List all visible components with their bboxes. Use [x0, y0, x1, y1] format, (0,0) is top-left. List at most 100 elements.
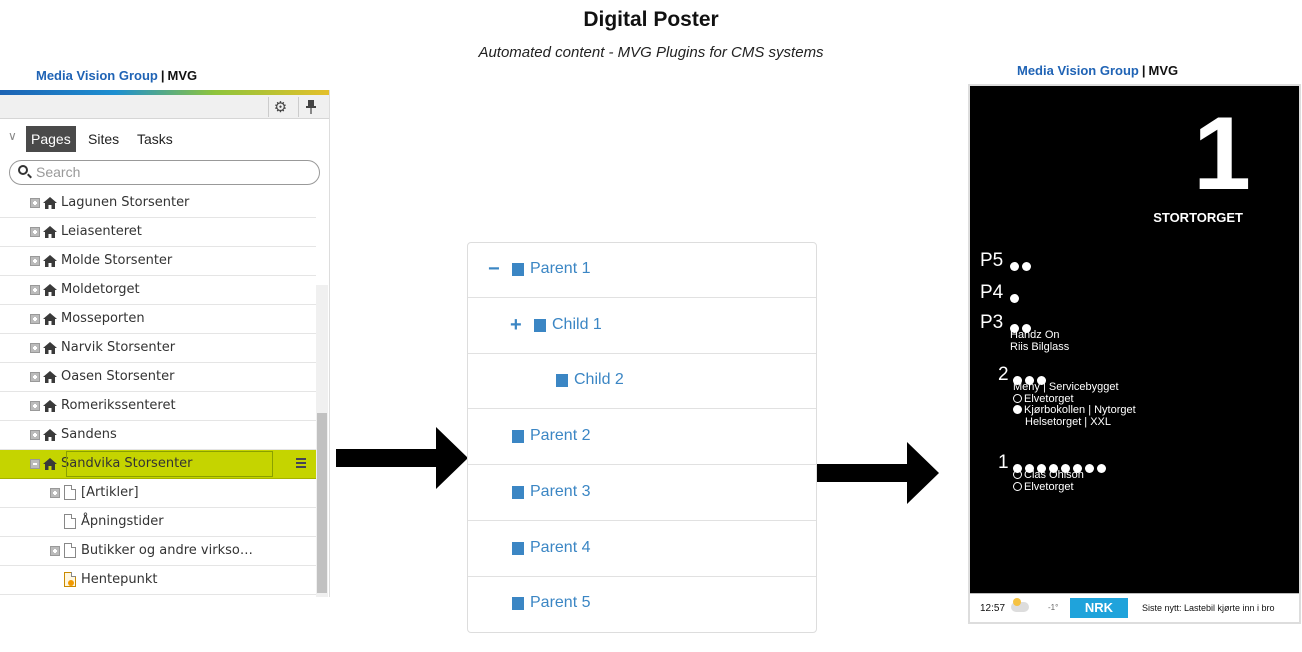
floor-info: Handz On [1010, 329, 1060, 341]
expand-icon[interactable] [30, 401, 40, 411]
list-item[interactable]: +Child 1 [468, 299, 816, 354]
menu-icon[interactable] [296, 458, 310, 468]
tree-row[interactable]: Romerikssenteret [0, 392, 316, 421]
news-ticker: 12:57 -1° NRK Siste nytt: Lastebil kjørt… [970, 593, 1299, 622]
facility-icon [1010, 324, 1019, 333]
tree-row-label: Romerikssenteret [61, 398, 176, 413]
folder-icon [512, 263, 524, 276]
list-item[interactable]: −Parent 1 [468, 243, 816, 298]
floor-info-text: Helsetorget | XXL [1025, 415, 1112, 428]
tree-row[interactable]: Åpningstider [0, 508, 316, 537]
list-item-label: Parent 4 [530, 538, 591, 556]
page-icon [64, 514, 76, 529]
home-icon [43, 400, 57, 412]
poster-number: 1 [1193, 96, 1251, 212]
home-icon [43, 226, 57, 238]
pin-icon[interactable] [298, 97, 322, 117]
page-icon [64, 543, 76, 558]
folder-icon [534, 318, 546, 332]
floor-label: P4 [980, 282, 1004, 303]
facility-icon [1022, 324, 1031, 333]
home-icon [43, 429, 57, 441]
expand-icon[interactable] [30, 285, 40, 295]
weather-icon [1011, 598, 1029, 612]
facility-icon [1073, 464, 1082, 473]
flow-arrow [336, 427, 468, 489]
tree-row[interactable]: Moldetorget [0, 276, 316, 305]
tree-row[interactable]: Sandens [0, 421, 316, 450]
expand-icon[interactable] [30, 430, 40, 440]
tree-row-label: Mosseporten [61, 311, 145, 326]
expand-icon[interactable]: + [510, 313, 522, 336]
tree-row[interactable]: Mosseporten [0, 305, 316, 334]
expand-icon[interactable] [30, 198, 40, 208]
folder-icon [512, 597, 524, 611]
tree-row[interactable]: Butikker og andre virkso… [0, 537, 316, 566]
tree-row-label: [Artikler] [81, 485, 139, 500]
facility-icons [1013, 370, 1049, 389]
tree-row-label: Oasen Storsenter [61, 369, 175, 384]
facility-icons [1010, 318, 1034, 337]
brand-gradient-bar [0, 90, 329, 95]
tab-tasks[interactable]: Tasks [137, 131, 173, 147]
tree-row[interactable]: Molde Storsenter [0, 247, 316, 276]
facility-icons [1013, 458, 1109, 477]
list-item[interactable]: Parent 2 [468, 410, 816, 466]
home-icon [43, 284, 57, 296]
floor-info: Helsetorget | XXL [1025, 416, 1111, 428]
page-title: Digital Poster [583, 8, 719, 31]
logo-name: Media Vision Group [1017, 63, 1139, 78]
facility-icon [1010, 294, 1019, 303]
home-icon [43, 255, 57, 267]
floor-info: Kjørbokollen | Nytorget [1013, 404, 1136, 416]
chevron-down-icon[interactable]: ∨ [8, 129, 17, 143]
expand-icon[interactable] [50, 546, 60, 556]
ticker-temp: -1° [1048, 603, 1059, 612]
floor-info: Elvetorget [1013, 481, 1074, 493]
collapse-icon[interactable]: − [488, 258, 500, 280]
tab-pages[interactable]: Pages [26, 126, 76, 152]
tree-row[interactable]: Leiasenteret [0, 218, 316, 247]
scroll-thumb[interactable] [317, 413, 327, 593]
expand-icon[interactable] [30, 314, 40, 324]
list-item[interactable]: Parent 5 [468, 577, 816, 632]
facility-icon [1061, 464, 1070, 473]
gear-icon[interactable]: ⚙ [268, 97, 292, 117]
floor-label: 2 [998, 364, 1009, 385]
home-icon [43, 342, 57, 354]
tree-row[interactable]: Hentepunkt [0, 566, 316, 595]
tree-row[interactable]: [Artikler] [0, 479, 316, 508]
list-item[interactable]: Child 2 [468, 354, 816, 410]
folder-icon [512, 541, 524, 555]
search-input[interactable]: Search [9, 160, 320, 185]
expand-icon[interactable] [30, 372, 40, 382]
tab-sites[interactable]: Sites [88, 131, 120, 147]
tree-row[interactable]: Lagunen Storsenter [0, 189, 316, 218]
expand-icon[interactable] [30, 227, 40, 237]
tree-row[interactable]: Oasen Storsenter [0, 363, 316, 392]
facility-icon [1013, 376, 1022, 385]
collapse-icon[interactable] [30, 459, 40, 469]
search-icon [18, 165, 28, 175]
scrollbar[interactable] [316, 285, 328, 597]
facility-icons [1010, 256, 1034, 275]
expand-icon[interactable] [50, 488, 60, 498]
list-item[interactable]: Parent 3 [468, 466, 816, 521]
tree-row[interactable]: Narvik Storsenter [0, 334, 316, 363]
floor-info-text: Riis Bilglass [1010, 340, 1070, 353]
floor-label: P3 [980, 312, 1004, 333]
floor-info-text: Handz On [1010, 329, 1060, 341]
tree-row[interactable]: Sandvika Storsenter [0, 450, 316, 479]
page-warning-icon [64, 572, 76, 587]
facility-icon [1022, 262, 1031, 271]
list-item[interactable]: Parent 4 [468, 522, 816, 577]
mvg-logo: Media Vision Group|MVG [36, 68, 197, 83]
floor-info: Clas Ohlson [1013, 469, 1084, 481]
page-subtitle: Automated content - MVG Plugins for CMS … [478, 44, 824, 61]
facility-icon [1013, 464, 1022, 473]
expand-icon[interactable] [30, 256, 40, 266]
expand-icon[interactable] [30, 343, 40, 353]
flow-arrow [805, 442, 939, 504]
